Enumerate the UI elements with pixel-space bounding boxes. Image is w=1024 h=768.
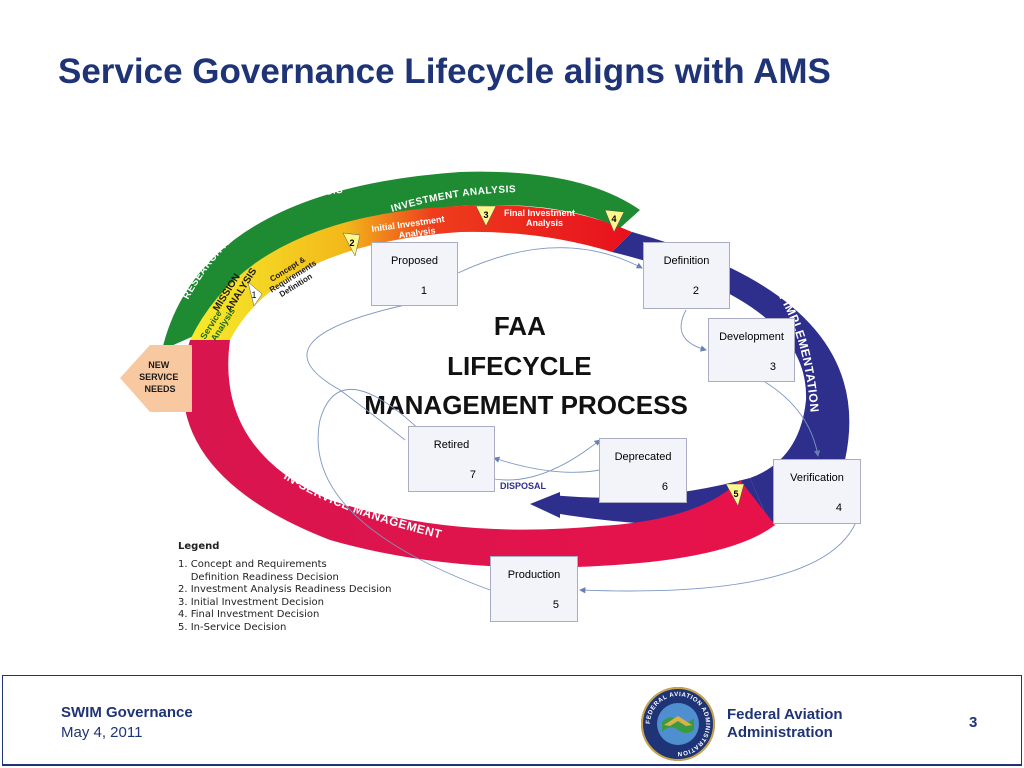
stage-label: Proposed <box>390 255 439 267</box>
stage-box-development: Development 3 <box>708 318 795 382</box>
stage-label: Verification <box>790 472 844 484</box>
stage-box-verification: Verification 4 <box>773 459 861 524</box>
stage-label: Definition <box>663 255 710 267</box>
decision-marker-3: 3 <box>475 205 497 227</box>
legend-item: 1. Concept and Requirements <box>178 559 327 570</box>
stage-box-proposed: Proposed 1 <box>371 242 458 306</box>
footer-date: May 4, 2011 <box>61 724 143 741</box>
svg-text:4: 4 <box>611 214 616 224</box>
decision-marker-5: 5 <box>725 483 745 507</box>
stage-number: 6 <box>661 481 668 493</box>
footer-org: Federal Aviation Administration <box>727 706 843 742</box>
page-number: 3 <box>969 714 978 731</box>
disposal-arrow <box>530 492 560 518</box>
stage-label: Retired <box>433 439 470 451</box>
legend-item: 4. Final Investment Decision <box>178 609 320 620</box>
legend-item: 5. In-Service Decision <box>178 621 287 633</box>
footer-org-line: Administration <box>727 724 833 741</box>
decision-marker-2: 2 <box>342 232 361 257</box>
stage-number: 3 <box>769 361 776 373</box>
stage-label: Deprecated <box>614 451 672 463</box>
stage-number: 5 <box>552 599 559 611</box>
solution-band <box>612 232 850 525</box>
center-title: FAA LIFECYCLE MANAGEMENT PROCESS <box>364 311 688 420</box>
in-service-band <box>182 340 775 568</box>
decision-marker-4: 4 <box>604 209 625 233</box>
final-investment-label: Final Investment Analysis <box>504 208 578 228</box>
new-service-needs-label: NEW SERVICE NEEDS <box>139 360 181 394</box>
stage-number: 7 <box>469 469 476 481</box>
svg-text:1: 1 <box>251 290 256 300</box>
stage-box-definition: Definition 2 <box>643 242 730 309</box>
stage-box-deprecated: Deprecated 6 <box>599 438 687 503</box>
svg-text:5: 5 <box>733 489 738 499</box>
footer-title: SWIM Governance <box>61 704 193 721</box>
research-band <box>162 171 640 350</box>
stage-number: 2 <box>692 285 699 297</box>
legend-title: Legend <box>178 541 220 552</box>
legend-item: Definition Readiness Decision <box>178 571 339 583</box>
disposal-label: DISPOSAL <box>500 481 547 491</box>
investment-band <box>190 205 632 340</box>
svg-text:2: 2 <box>349 238 354 248</box>
decision-marker-1: 1 <box>247 281 263 307</box>
stage-label: Development <box>719 331 784 343</box>
stage-number: 1 <box>420 285 427 297</box>
stage-box-production: Production 5 <box>490 556 578 622</box>
slide-footer: SWIM Governance May 4, 2011 FEDERAL AVIA… <box>2 675 1022 766</box>
legend-item: 2. Investment Analysis Readiness Decisio… <box>178 584 392 595</box>
faa-seal-icon: FEDERAL AVIATION ADMINISTRATION <box>641 687 715 761</box>
stage-label: Production <box>507 569 561 581</box>
slide-title: Service Governance Lifecycle aligns with… <box>58 52 831 91</box>
stage-connectors <box>306 247 861 594</box>
stage-box-retired: Retired 7 <box>408 426 495 492</box>
legend-item: 3. Initial Investment Decision <box>178 596 324 608</box>
new-service-needs-arrow <box>120 345 192 412</box>
footer-org-line: Federal Aviation <box>727 706 843 723</box>
legend: Legend 1. Concept and Requirements Defin… <box>178 541 392 634</box>
svg-text:3: 3 <box>483 210 488 220</box>
stage-number: 4 <box>835 502 842 514</box>
